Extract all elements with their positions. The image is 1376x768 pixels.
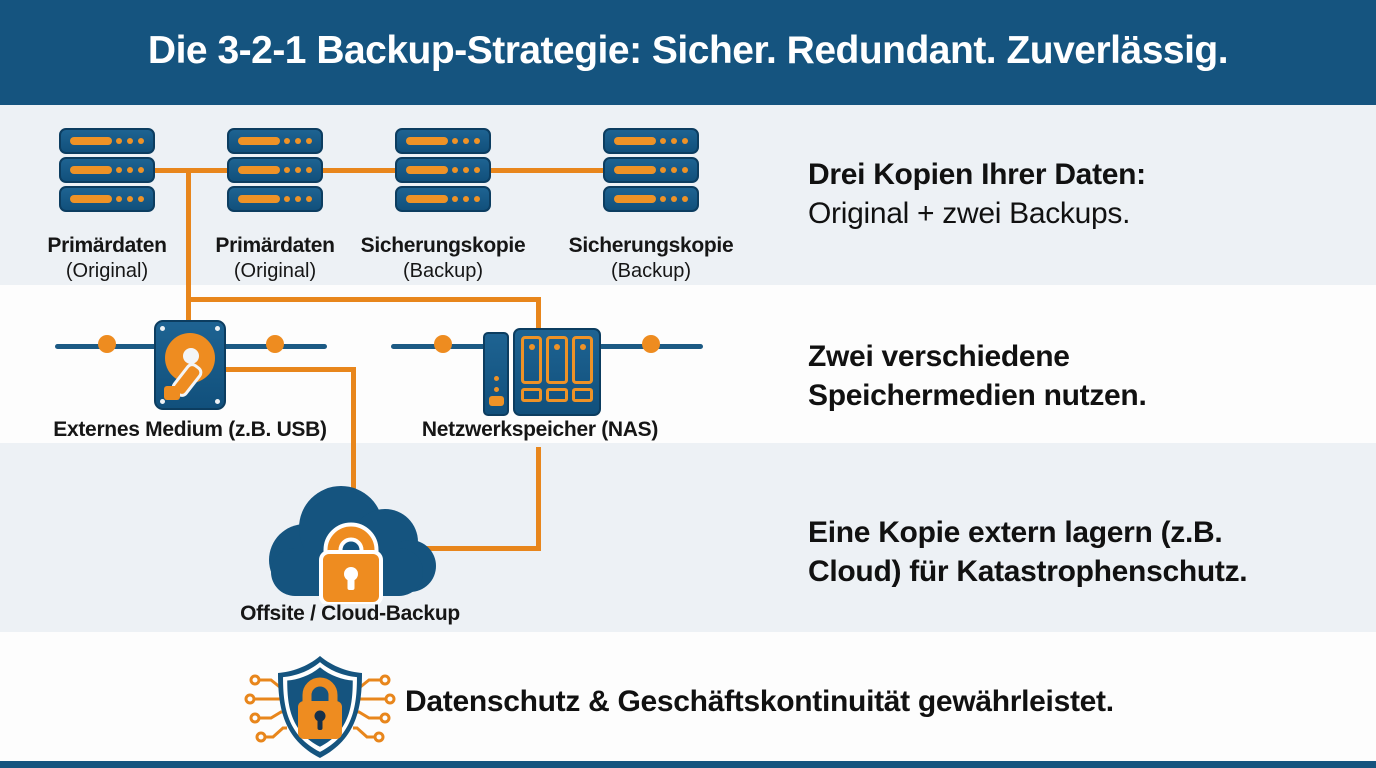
principle-three-copies: Drei Kopien Ihrer Daten: Original + zwei… [808, 158, 1146, 230]
connector-line [424, 546, 541, 551]
hdd-foot [164, 386, 180, 400]
principle-two-media: Zwei verschiedene Speichermedien nutzen. [808, 340, 1147, 412]
nas-drive-bay [521, 336, 543, 408]
server-unit [395, 186, 491, 212]
server-unit [59, 186, 155, 212]
band-offsite [0, 443, 1376, 632]
server-unit [395, 128, 491, 154]
external-hdd-icon [154, 320, 226, 410]
server-icon [599, 128, 703, 353]
nas-drive-bay [546, 336, 568, 408]
nas-controller-icon [483, 332, 509, 416]
server-unit [395, 157, 491, 183]
principle-one-offsite: Eine Kopie extern lagern (z.B. Cloud) fü… [808, 516, 1248, 588]
nas-drive-bay [571, 336, 593, 408]
page-title: Die 3-2-1 Backup-Strategie: Sicher. Redu… [147, 29, 1229, 72]
server-icon [391, 128, 495, 353]
server-unit [603, 186, 699, 212]
connector-line [186, 297, 541, 302]
hdd-spindle-hole [183, 348, 199, 364]
server-label: Primärdaten (Original) [47, 234, 167, 282]
benefit-text: Datenschutz & Geschäftskontinuität gewäh… [405, 685, 1114, 718]
connector-line [536, 297, 541, 332]
shield-lock-icon [298, 677, 342, 739]
server-unit [59, 128, 155, 154]
server-unit [603, 157, 699, 183]
server-icon [223, 128, 327, 353]
server-unit [603, 128, 699, 154]
server-unit [227, 128, 323, 154]
footer-bar [0, 761, 1376, 768]
connector-line [222, 367, 356, 372]
server-label: Sicherungskopie (Backup) [568, 234, 734, 282]
external-medium-label: Externes Medium (z.B. USB) [53, 418, 327, 441]
server-label: Primärdaten (Original) [215, 234, 335, 282]
nas-label: Netzwerkspeicher (NAS) [421, 418, 659, 441]
nas-power-button [489, 396, 504, 406]
server-unit [227, 186, 323, 212]
connector-line [150, 168, 608, 173]
cloud-lock-icon [269, 486, 436, 604]
header-bar: Die 3-2-1 Backup-Strategie: Sicher. Redu… [0, 0, 1376, 105]
cloud-label: Offsite / Cloud-Backup [240, 602, 460, 625]
lock-icon [319, 522, 383, 604]
security-shield-icon [244, 656, 396, 758]
connector-line [536, 447, 541, 551]
connector-line [351, 367, 356, 500]
server-icon [55, 128, 159, 353]
server-label: Sicherungskopie (Backup) [360, 234, 526, 282]
server-unit [227, 157, 323, 183]
server-unit [59, 157, 155, 183]
nas-icon [513, 328, 601, 416]
connector-line [186, 168, 191, 322]
